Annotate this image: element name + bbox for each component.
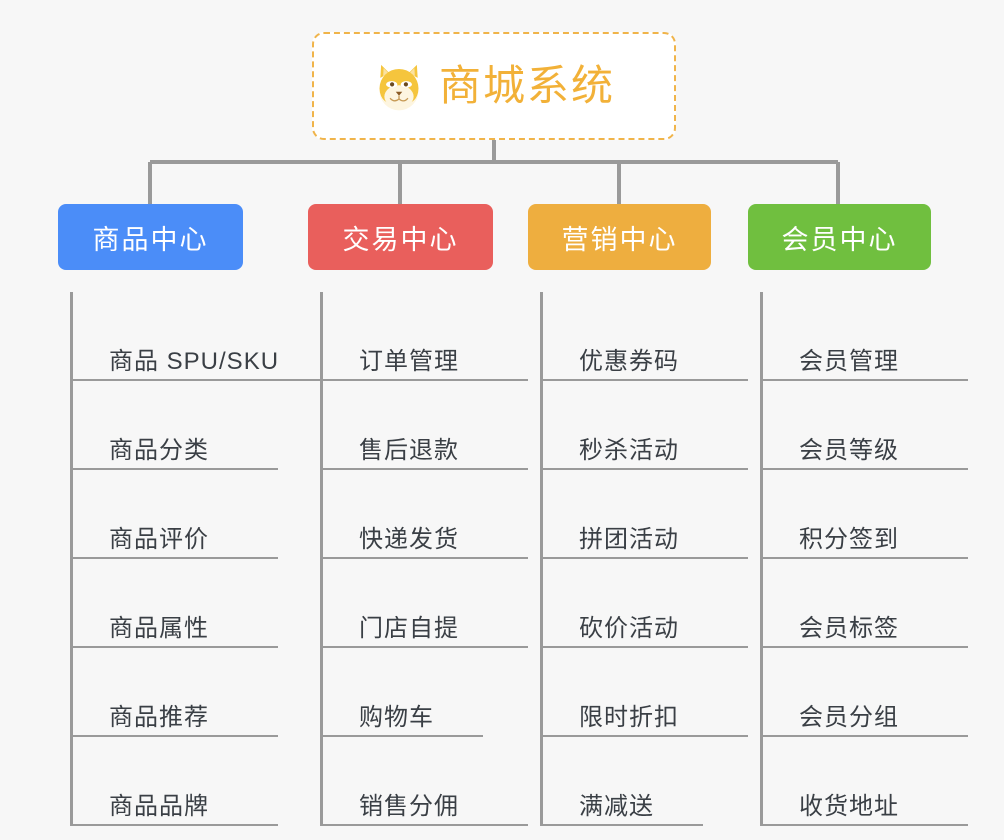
branch-header-label: 商品中心	[92, 224, 209, 255]
root-title: 商城系统	[438, 62, 615, 109]
leaf-list-product-center: 商品 SPU/SKU 商品分类 商品评价 商品属性 商品推荐 商品品牌	[70, 292, 330, 826]
leaf-item[interactable]: 购物车	[323, 648, 528, 737]
leaf-list-marketing-center: 优惠券码 秒杀活动 拼团活动 砍价活动 限时折扣 满减送	[540, 292, 748, 826]
branch-header-label: 会员中心	[781, 224, 898, 255]
leaf-label: 收货地址	[799, 792, 899, 820]
branch-member-center: 会员中心 会员管理 会员等级 积分签到 会员标签 会员分组	[748, 204, 968, 826]
leaf-item[interactable]: 商品属性	[73, 559, 278, 648]
leaf-item[interactable]: 拼团活动	[543, 470, 748, 559]
branch-header-member-center[interactable]: 会员中心	[748, 204, 931, 270]
leaf-item[interactable]: 快递发货	[323, 470, 528, 559]
branch-header-label: 交易中心	[342, 224, 459, 255]
leaf-item[interactable]: 订单管理	[323, 292, 528, 381]
leaf-label: 秒杀活动	[579, 436, 679, 464]
leaf-list-member-center: 会员管理 会员等级 积分签到 会员标签 会员分组 收货地址	[760, 292, 968, 826]
leaf-item[interactable]: 销售分佣	[323, 737, 528, 826]
leaf-item[interactable]: 会员等级	[763, 381, 968, 470]
leaf-label: 购物车	[359, 703, 434, 731]
leaf-item[interactable]: 商品分类	[73, 381, 278, 470]
leaf-item[interactable]: 门店自提	[323, 559, 528, 648]
leaf-label: 商品推荐	[109, 703, 209, 731]
shiba-dog-face-icon	[379, 64, 419, 111]
root-node[interactable]: 商城系统	[312, 32, 676, 140]
leaf-label: 商品分类	[109, 436, 209, 464]
leaf-label: 会员标签	[799, 614, 899, 642]
leaf-item[interactable]: 会员分组	[763, 648, 968, 737]
leaf-item[interactable]: 优惠券码	[543, 292, 748, 381]
leaf-item[interactable]: 积分签到	[763, 470, 968, 559]
branch-header-marketing-center[interactable]: 营销中心	[528, 204, 711, 270]
leaf-item[interactable]: 限时折扣	[543, 648, 748, 737]
leaf-label: 优惠券码	[579, 347, 679, 375]
leaf-item[interactable]: 秒杀活动	[543, 381, 748, 470]
branch-header-label: 营销中心	[561, 224, 678, 255]
leaf-label: 售后退款	[359, 436, 459, 464]
leaf-label: 门店自提	[359, 614, 459, 642]
leaf-label: 砍价活动	[579, 614, 679, 642]
leaf-label: 商品属性	[109, 614, 209, 642]
leaf-item[interactable]: 会员标签	[763, 559, 968, 648]
leaf-label: 销售分佣	[359, 792, 459, 820]
leaf-label: 满减送	[579, 792, 654, 820]
branch-header-trade-center[interactable]: 交易中心	[308, 204, 493, 270]
leaf-label: 订单管理	[359, 347, 459, 375]
leaf-item[interactable]: 收货地址	[763, 737, 968, 826]
leaf-list-trade-center: 订单管理 售后退款 快递发货 门店自提 购物车 销售分佣	[320, 292, 528, 826]
leaf-item[interactable]: 会员管理	[763, 292, 968, 381]
leaf-label: 快递发货	[359, 525, 459, 553]
branch-trade-center: 交易中心 订单管理 售后退款 快递发货 门店自提 购物车	[308, 204, 528, 826]
leaf-item[interactable]: 商品 SPU/SKU	[73, 292, 330, 381]
leaf-item[interactable]: 满减送	[543, 737, 748, 826]
leaf-label: 商品评价	[109, 525, 209, 553]
branch-marketing-center: 营销中心 优惠券码 秒杀活动 拼团活动 砍价活动 限时折扣	[528, 204, 748, 826]
leaf-label: 会员管理	[799, 347, 899, 375]
leaf-item[interactable]: 砍价活动	[543, 559, 748, 648]
branch-product-center: 商品中心 商品 SPU/SKU 商品分类 商品评价 商品属性 商品推荐	[58, 204, 330, 826]
leaf-label: 商品 SPU/SKU	[109, 347, 280, 375]
branch-header-product-center[interactable]: 商品中心	[58, 204, 243, 270]
leaf-label: 会员分组	[799, 703, 899, 731]
leaf-item[interactable]: 商品推荐	[73, 648, 278, 737]
leaf-label: 拼团活动	[579, 525, 679, 553]
leaf-label: 限时折扣	[579, 703, 679, 731]
leaf-item[interactable]: 商品品牌	[73, 737, 278, 826]
leaf-label: 积分签到	[799, 525, 899, 553]
leaf-item[interactable]: 售后退款	[323, 381, 528, 470]
leaf-label: 会员等级	[799, 436, 899, 464]
leaf-item[interactable]: 商品评价	[73, 470, 278, 559]
leaf-label: 商品品牌	[109, 792, 209, 820]
